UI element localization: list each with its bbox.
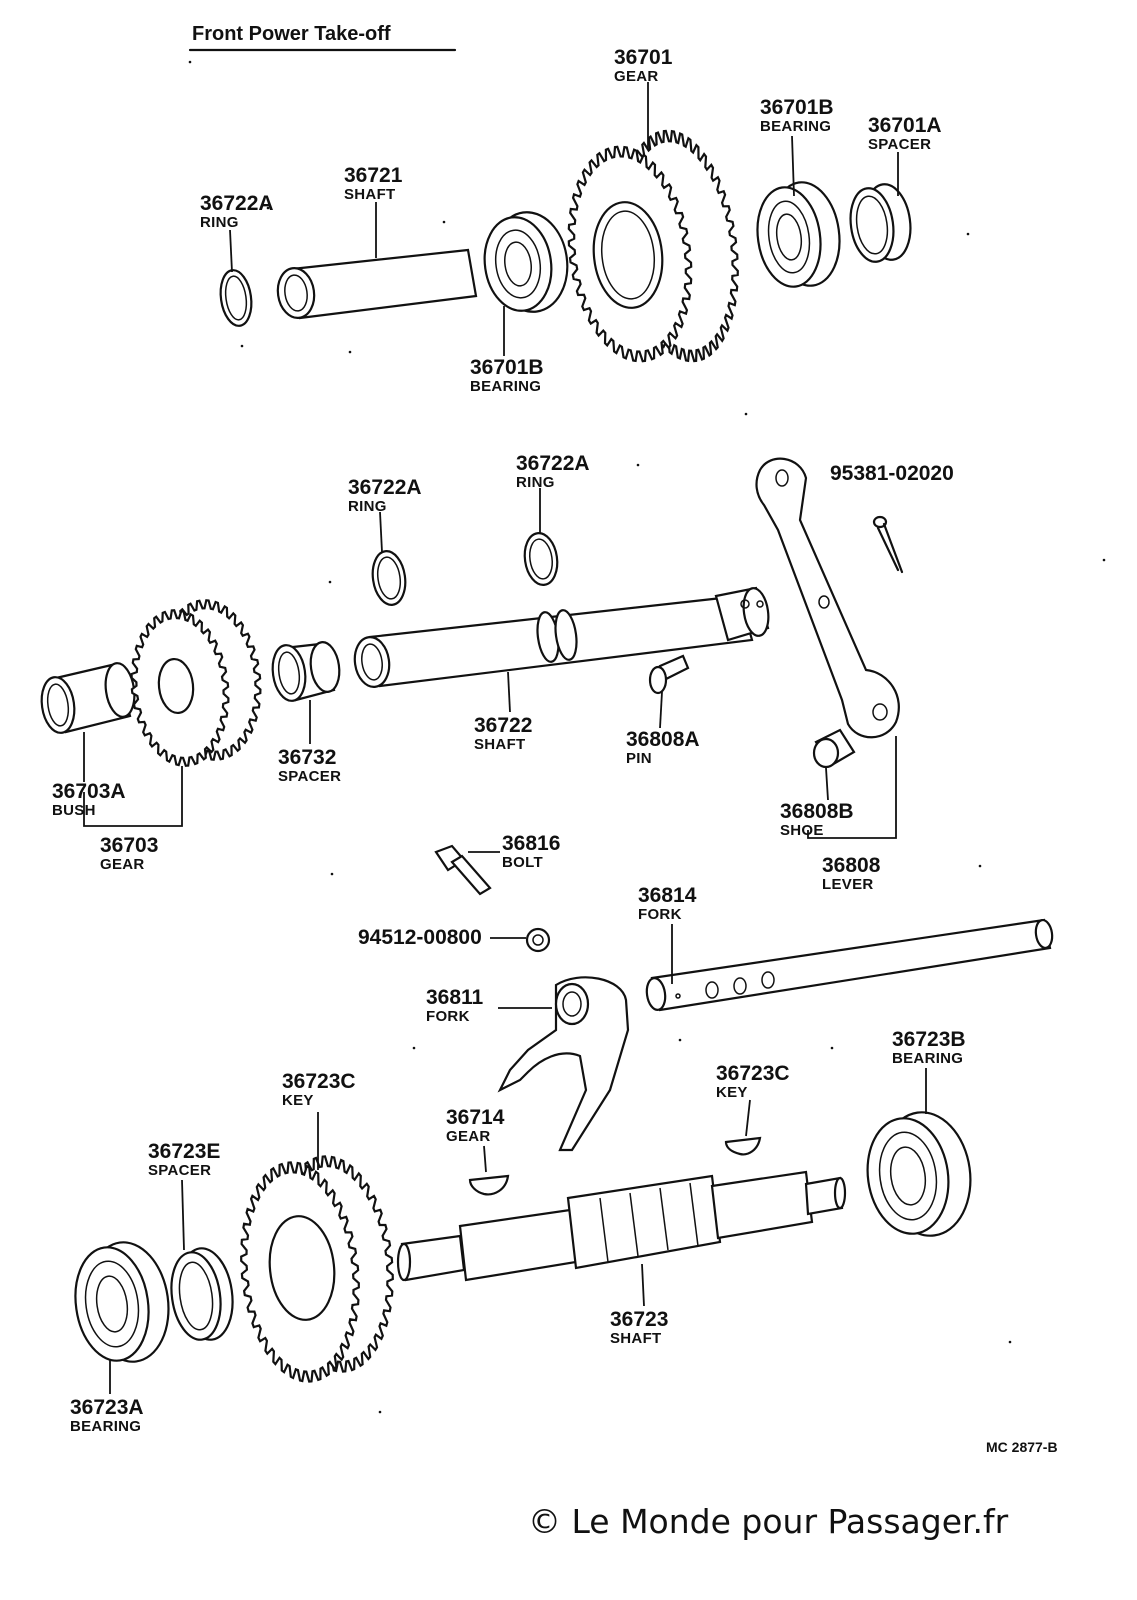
fork-36811 bbox=[497, 976, 630, 1152]
part-name-1: BEARING bbox=[760, 118, 831, 135]
bush-36703a bbox=[40, 662, 136, 734]
part-number-21: 36723C bbox=[716, 1062, 790, 1085]
part-number-15: 36808 bbox=[822, 854, 881, 877]
shoe-36808b bbox=[812, 728, 856, 769]
part-number-20: 36723B bbox=[892, 1028, 966, 1051]
part-number-16: 36816 bbox=[502, 832, 560, 855]
ring-36722a-mid-right bbox=[523, 532, 559, 586]
part-name-5: BEARING bbox=[470, 378, 541, 395]
part-name-4: RING bbox=[200, 214, 239, 231]
scan-specks bbox=[188, 60, 1106, 1414]
shaft-36723 bbox=[396, 1170, 847, 1282]
part-number-18: 36814 bbox=[638, 884, 697, 907]
part-number-17: 94512-00800 bbox=[358, 926, 482, 949]
part-name-20: BEARING bbox=[892, 1050, 963, 1067]
part-name-14: SHOE bbox=[780, 822, 824, 839]
part-number-25: 36723 bbox=[610, 1308, 668, 1331]
part-number-14: 36808B bbox=[780, 800, 854, 823]
cotter-pin-95381-02020 bbox=[872, 515, 904, 574]
part-name-12: BUSH bbox=[52, 802, 96, 819]
bolt-36816 bbox=[434, 844, 492, 896]
part-name-19: FORK bbox=[426, 1008, 470, 1025]
key-36723c-left bbox=[468, 1174, 510, 1196]
part-name-3: SHAFT bbox=[344, 186, 396, 203]
part-name-7: RING bbox=[516, 474, 555, 491]
ring-36722a-top bbox=[219, 269, 253, 327]
part-number-3: 36721 bbox=[344, 164, 403, 187]
part-name-10: PIN bbox=[626, 750, 652, 767]
part-number-9: 36722 bbox=[474, 714, 532, 737]
part-number-19: 36811 bbox=[426, 986, 484, 1009]
gear-36714 bbox=[240, 1155, 394, 1383]
shaft-36722 bbox=[353, 586, 770, 688]
gear-36701 bbox=[567, 129, 739, 363]
bearing-36723b bbox=[866, 1111, 972, 1237]
part-name-15: LEVER bbox=[822, 876, 874, 893]
spacer-36723e bbox=[170, 1247, 234, 1341]
part-name-24: SPACER bbox=[148, 1162, 211, 1179]
washer-94512-00800 bbox=[525, 927, 551, 953]
part-number-1: 36701B bbox=[760, 96, 834, 119]
part-number-0: 36701 bbox=[614, 46, 673, 69]
lever-36808 bbox=[755, 457, 900, 739]
part-name-23: KEY bbox=[282, 1092, 314, 1109]
bearing-36701b-right bbox=[756, 181, 841, 288]
key-36723c-right bbox=[724, 1136, 762, 1156]
part-name-2: SPACER bbox=[868, 136, 931, 153]
diagram-title: Front Power Take-off bbox=[192, 23, 391, 45]
part-name-0: GEAR bbox=[614, 68, 659, 85]
part-number-12: 36703A bbox=[52, 780, 126, 803]
fork-shaft-36814 bbox=[645, 918, 1054, 1012]
bearing-36723a bbox=[74, 1241, 170, 1363]
part-number-6: 36722A bbox=[348, 476, 422, 499]
part-number-7: 36722A bbox=[516, 452, 590, 475]
pin-36808a bbox=[648, 654, 690, 695]
part-name-18: FORK bbox=[638, 906, 682, 923]
gear-36703 bbox=[130, 599, 262, 767]
spacer-36701a bbox=[849, 183, 912, 263]
part-number-5: 36701B bbox=[470, 356, 544, 379]
part-number-13: 36703 bbox=[100, 834, 158, 857]
part-name-6: RING bbox=[348, 498, 387, 515]
part-number-10: 36808A bbox=[626, 728, 700, 751]
part-number-26: 36723A bbox=[70, 1396, 144, 1419]
spacer-36732 bbox=[271, 641, 341, 702]
part-name-16: BOLT bbox=[502, 854, 543, 871]
part-name-26: BEARING bbox=[70, 1418, 141, 1435]
part-name-25: SHAFT bbox=[610, 1330, 662, 1347]
credit-watermark: © Le Monde pour Passager.fr bbox=[528, 1502, 1009, 1541]
part-name-22: GEAR bbox=[446, 1128, 491, 1145]
part-name-21: KEY bbox=[716, 1084, 748, 1101]
part-name-11: SPACER bbox=[278, 768, 341, 785]
part-name-13: GEAR bbox=[100, 856, 145, 873]
part-number-22: 36714 bbox=[446, 1106, 505, 1129]
part-number-8: 95381-02020 bbox=[830, 462, 954, 485]
part-number-24: 36723E bbox=[148, 1140, 220, 1163]
leader-lines bbox=[83, 82, 927, 1394]
part-number-4: 36722A bbox=[200, 192, 274, 215]
part-number-23: 36723C bbox=[282, 1070, 356, 1093]
part-number-2: 36701A bbox=[868, 114, 942, 137]
shaft-36721 bbox=[276, 248, 478, 320]
part-name-9: SHAFT bbox=[474, 736, 526, 753]
ring-36722a-mid-left bbox=[371, 550, 407, 606]
drawing-code: MC 2877-B bbox=[986, 1439, 1058, 1455]
part-number-11: 36732 bbox=[278, 746, 336, 769]
bearing-36701b-left bbox=[483, 211, 569, 313]
